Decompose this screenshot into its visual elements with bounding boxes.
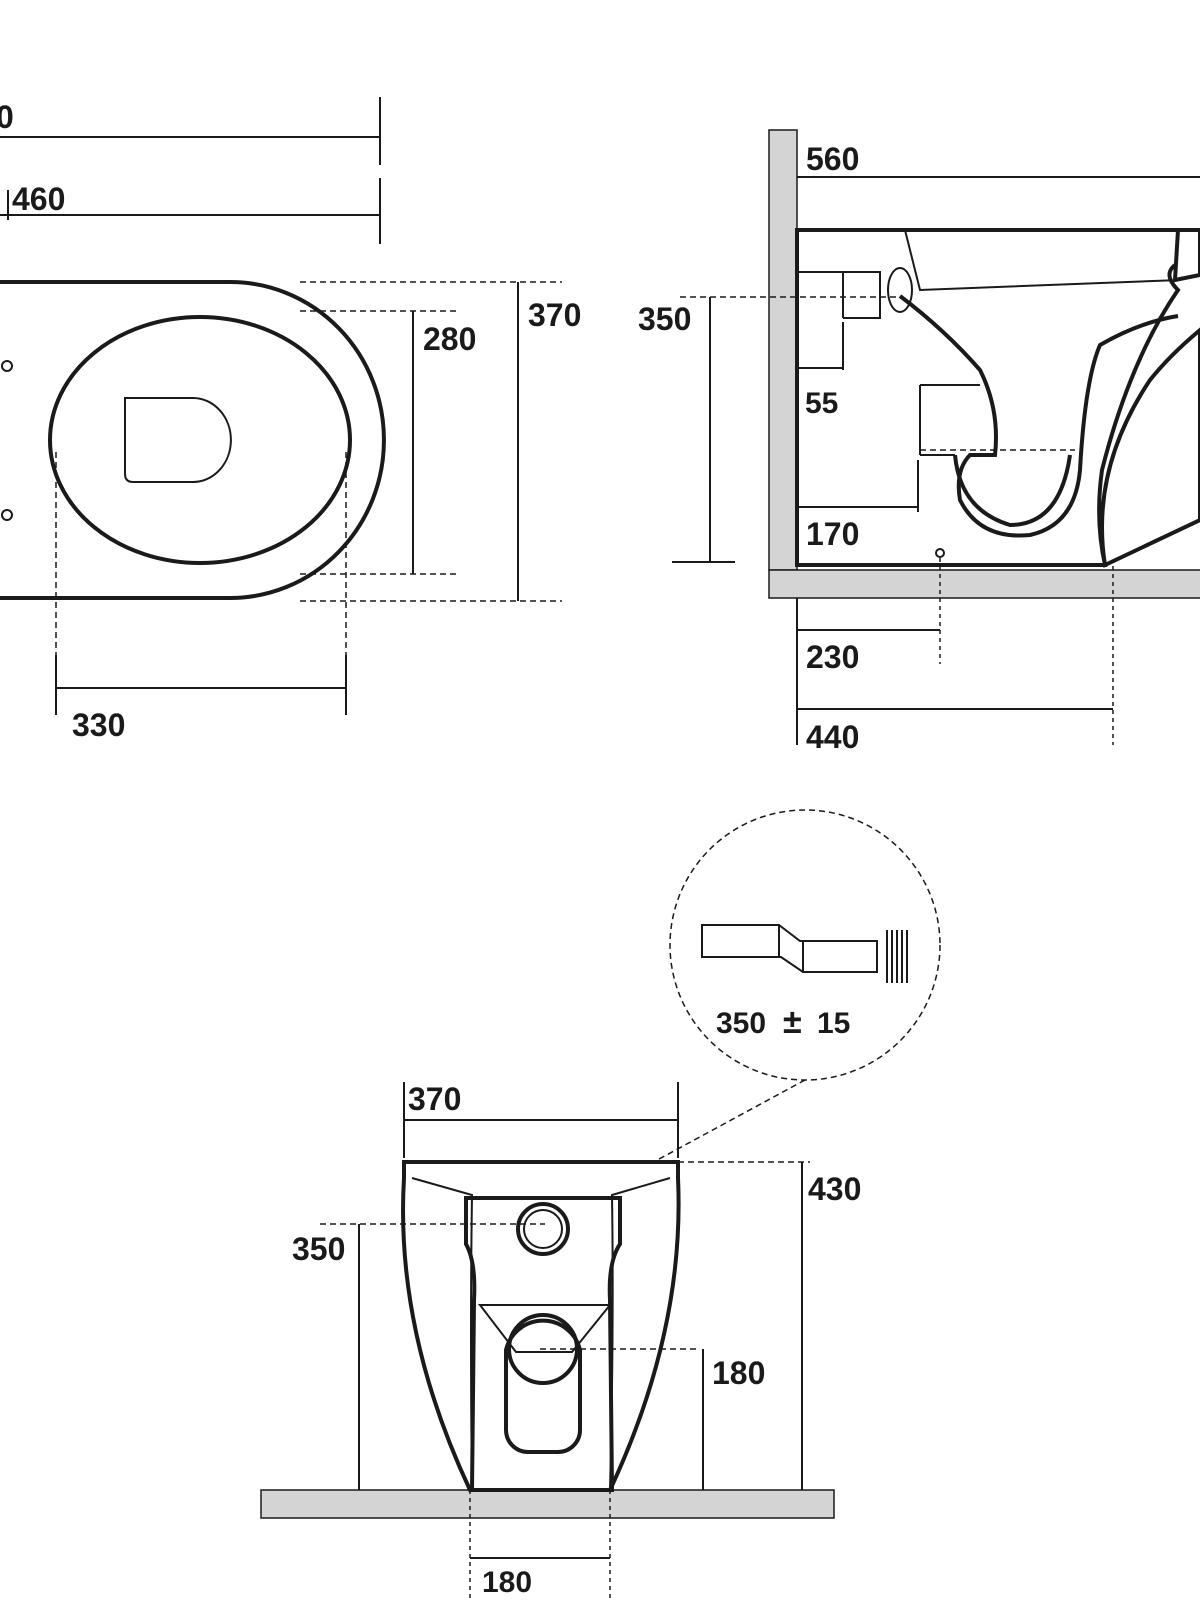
trap-inner [898, 294, 1179, 538]
dim-label-350-rear: 350 [292, 1231, 345, 1267]
outlet-slot [504, 1318, 582, 1454]
detail-label-tolerance: 15 [817, 1007, 850, 1040]
fixing-hole-top [1, 360, 13, 372]
connector-ribs-icon [886, 930, 908, 983]
dim-label-55: 55 [805, 387, 838, 420]
inlet-ring-inner [523, 1209, 563, 1249]
detail-leader [564, 1079, 806, 1211]
rear-cavity [464, 1196, 622, 1492]
seat-outline [48, 315, 352, 565]
dim-label-330: 330 [72, 707, 125, 743]
dim-label-180-base: 180 [482, 1566, 532, 1599]
trap-curve [953, 454, 1072, 528]
detail-callout: 350 ± 15 [564, 809, 941, 1211]
dim-label-440: 440 [806, 719, 859, 755]
dim-label-170: 170 [806, 516, 859, 552]
detail-circle [669, 809, 941, 1081]
dim-label-560: 560 [806, 141, 859, 177]
bowl-opening [124, 397, 232, 483]
outlet-funnel [477, 1304, 613, 1353]
top-view: 0 460 370 280 330 [0, 97, 581, 743]
fixing-point-icon [935, 548, 945, 558]
inlet-spigot [797, 271, 881, 319]
wall [768, 129, 798, 571]
dim-label-230: 230 [806, 639, 859, 675]
floor-side [768, 569, 1200, 599]
pan-body-section [795, 228, 1200, 568]
dim-label-180-height: 180 [712, 1355, 765, 1391]
pan-connector-icon [701, 924, 878, 973]
detail-label-plus-minus: ± [783, 1003, 802, 1041]
rear-view: 370 350 430 180 180 [260, 1081, 861, 1600]
side-view: 560 350 55 170 [638, 129, 1200, 755]
dim-label-overall-partial: 0 [0, 99, 14, 135]
dim-label-430-rear: 430 [808, 1171, 861, 1207]
rim-line [797, 229, 1181, 292]
bowl-outline [0, 280, 386, 600]
inlet-ring-outer [516, 1202, 570, 1256]
outlet-ring [507, 1313, 579, 1385]
dim-label-370: 370 [528, 297, 581, 333]
pan-rear-outline [401, 1160, 681, 1492]
detail-label-value: 350 [716, 1007, 766, 1040]
rim-back [1172, 228, 1200, 283]
floor-rear [260, 1489, 835, 1519]
dim-label-350-side: 350 [638, 301, 691, 337]
dim-label-460: 460 [12, 181, 65, 217]
flush-inlet [887, 267, 913, 313]
fixing-hole-bottom [1, 509, 13, 521]
dim-label-370-rear: 370 [408, 1081, 461, 1117]
dim-label-280: 280 [423, 321, 476, 357]
